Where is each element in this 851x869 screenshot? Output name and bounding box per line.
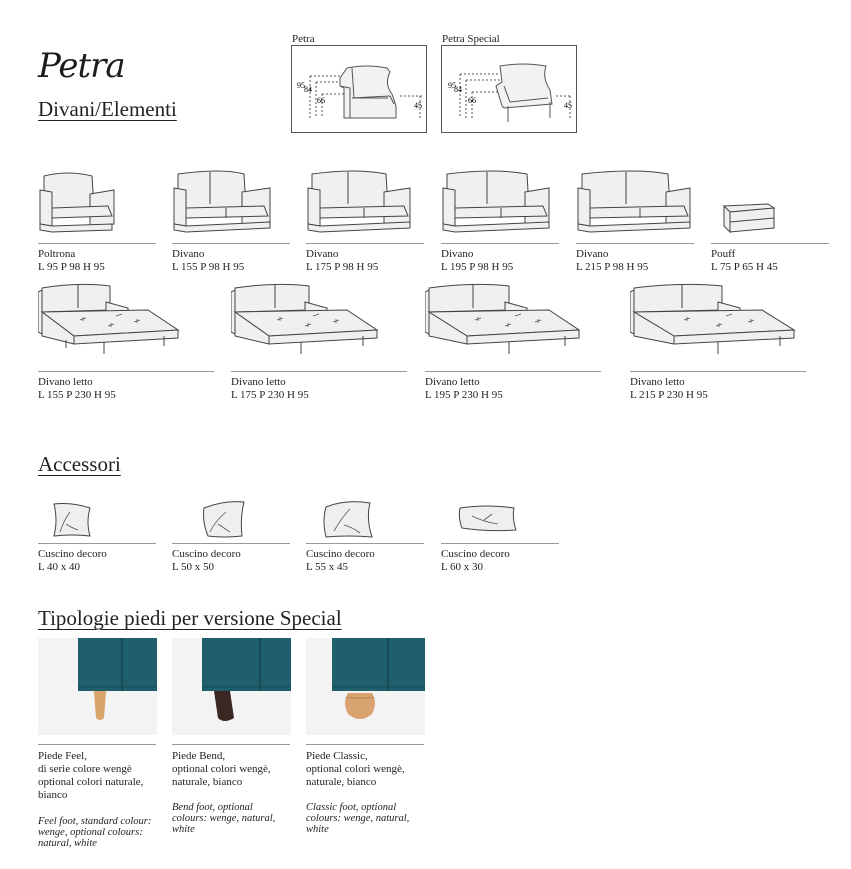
divider xyxy=(231,371,407,372)
foot-bend-photo xyxy=(172,638,291,735)
foot-feel-photo xyxy=(38,638,157,735)
divider xyxy=(425,371,601,372)
divider xyxy=(38,371,214,372)
brand-title: Petra xyxy=(38,46,126,86)
sofa-bed-icon xyxy=(630,282,798,362)
sofa-icon xyxy=(441,168,553,234)
cushion-icon xyxy=(200,498,248,540)
divider xyxy=(441,543,559,544)
divider xyxy=(172,543,290,544)
divider xyxy=(38,243,156,244)
dimension-diagram-petra: 95 84 66 45 xyxy=(291,45,427,133)
divider xyxy=(306,243,424,244)
svg-text:95: 95 xyxy=(448,81,456,90)
svg-text:45: 45 xyxy=(414,101,422,110)
foot-description-en: Feel foot, standard colour:wenge, option… xyxy=(38,816,152,849)
foot-description-it: Piede Classic,optional colori wengè,natu… xyxy=(306,750,405,788)
section-title-divani: Divani/Elementi xyxy=(38,97,177,121)
divider xyxy=(38,744,156,745)
cushion-icon xyxy=(456,502,520,534)
dimension-diagram-petra-special: 95 84 66 45 xyxy=(441,45,577,133)
pouf-icon xyxy=(720,200,778,236)
diagram-label-petra: Petra xyxy=(292,33,315,45)
svg-text:84: 84 xyxy=(304,85,312,94)
armchair-profile-special-icon: 95 84 66 45 xyxy=(448,63,572,122)
foot-classic-photo xyxy=(306,638,425,735)
sofa-icon xyxy=(172,168,274,234)
divider xyxy=(576,243,694,244)
divider xyxy=(306,744,424,745)
divider xyxy=(630,371,806,372)
svg-text:66: 66 xyxy=(317,96,325,105)
cushion-icon xyxy=(50,500,96,540)
divider xyxy=(172,744,290,745)
divider xyxy=(172,243,290,244)
svg-text:66: 66 xyxy=(468,96,476,105)
diagram-label-petra-special: Petra Special xyxy=(442,33,500,45)
cushion-icon xyxy=(320,497,376,541)
divider xyxy=(306,543,424,544)
foot-description-it: Piede Bend,optional colori wengè,natural… xyxy=(172,750,271,788)
divider xyxy=(711,243,829,244)
sofa-icon xyxy=(576,168,694,234)
divider xyxy=(441,243,559,244)
sofa-bed-icon xyxy=(425,282,583,362)
sofa-bed-icon xyxy=(38,282,183,362)
svg-text:95: 95 xyxy=(297,81,305,90)
sofa-icon xyxy=(306,168,414,234)
armchair-icon xyxy=(38,168,118,234)
divider xyxy=(38,543,156,544)
armchair-profile-icon: 95 84 66 45 xyxy=(297,65,422,119)
section-title-accessori: Accessori xyxy=(38,452,121,476)
sofa-bed-icon xyxy=(231,282,381,362)
svg-text:84: 84 xyxy=(454,85,462,94)
svg-text:45: 45 xyxy=(564,101,572,110)
section-title-piedi: Tipologie piedi per versione Special xyxy=(38,606,342,630)
